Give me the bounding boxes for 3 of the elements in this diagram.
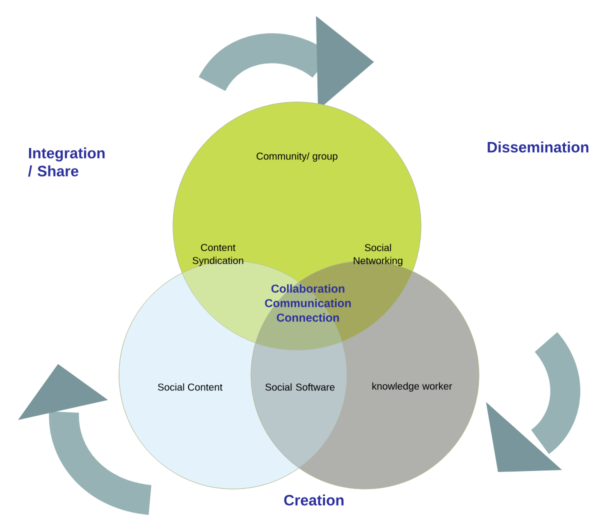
phase-title: Dissemination (488, 142, 588, 152)
phase-title: Integration / Share (28, 147, 105, 177)
phase-title: Creation (284, 494, 344, 506)
